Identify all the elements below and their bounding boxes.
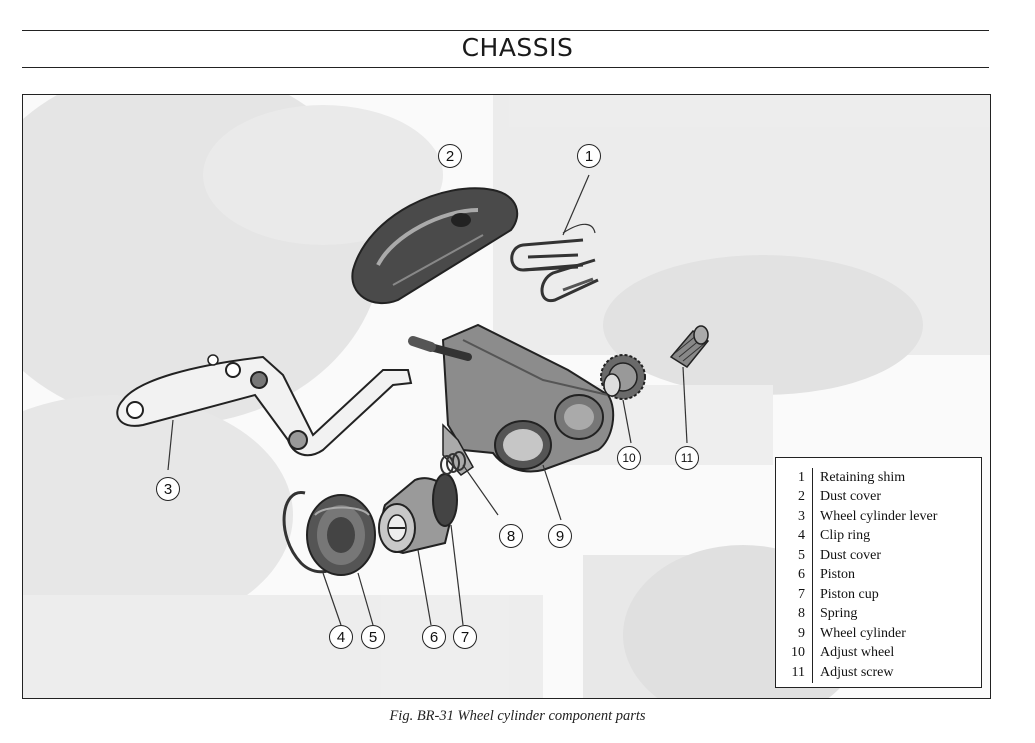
spring-part: [440, 451, 466, 475]
header-rule-top: [22, 30, 989, 31]
legend-row: 2 Dust cover: [776, 487, 981, 507]
legend-part-name: Wheel cylinder lever: [820, 508, 938, 524]
leader-line-9: [542, 464, 562, 521]
header-rule-bottom: [22, 67, 989, 68]
callout-6: 6: [422, 625, 446, 649]
legend-number: 1: [798, 469, 805, 485]
wheel-cylinder-lever-part: [116, 354, 413, 457]
legend-part-name: Piston cup: [820, 586, 879, 602]
legend-row: 11 Adjust screw: [776, 663, 981, 683]
callout-9: 9: [548, 524, 572, 548]
adjust-screw-part: [669, 325, 710, 368]
legend-divider: [812, 526, 813, 546]
leader-line-3: [167, 419, 174, 471]
legend-row: 4 Clip ring: [776, 526, 981, 546]
legend-divider: [812, 604, 813, 624]
legend-row: 3 Wheel cylinder lever: [776, 507, 981, 527]
legend-divider: [812, 624, 813, 644]
callout-4: 4: [329, 625, 353, 649]
piston-cup-part: [432, 473, 458, 527]
leader-line-5: [357, 572, 374, 626]
legend-row: 1 Retaining shim: [776, 468, 981, 488]
legend-part-name: Spring: [820, 606, 858, 622]
legend-number: 10: [791, 645, 805, 661]
legend-number: 11: [791, 664, 805, 680]
adjust-wheel-part: [600, 354, 646, 400]
legend-row: 8 Spring: [776, 604, 981, 624]
legend-divider: [812, 643, 813, 663]
legend-number: 5: [798, 547, 805, 563]
leader-line-7: [450, 524, 464, 626]
legend-part-name: Piston: [820, 567, 856, 583]
legend-divider: [812, 565, 813, 585]
leader-line-1b: [562, 223, 596, 234]
legend-number: 2: [798, 489, 805, 505]
legend-divider: [812, 585, 813, 605]
callout-5: 5: [361, 625, 385, 649]
leader-line-4: [322, 572, 342, 626]
legend-row: 5 Dust cover: [776, 546, 981, 566]
legend-divider: [812, 487, 813, 507]
legend-number: 6: [798, 567, 805, 583]
leader-line-8: [462, 464, 499, 516]
callout-3: 3: [156, 477, 180, 501]
legend-part-name: Adjust wheel: [820, 645, 895, 661]
legend-part-name: Clip ring: [820, 528, 871, 544]
retaining-shim-part: [510, 238, 599, 303]
legend-row: 9 Wheel cylinder: [776, 624, 981, 644]
leader-line-10: [622, 399, 632, 444]
callout-1: 1: [577, 144, 601, 168]
legend-divider: [812, 507, 813, 527]
legend-number: 3: [798, 508, 805, 524]
wheel-cylinder-part: [408, 323, 615, 476]
legend-divider: [812, 468, 813, 488]
page-header-title: CHASSIS: [461, 33, 574, 62]
legend-part-name: Adjust screw: [820, 664, 894, 680]
callout-10: 10: [617, 446, 641, 470]
callout-11: 11: [675, 446, 699, 470]
legend-part-name: Wheel cylinder: [820, 625, 906, 641]
legend-number: 8: [798, 606, 805, 622]
legend-row: 10 Adjust wheel: [776, 643, 981, 663]
callout-2: 2: [438, 144, 462, 168]
callout-8: 8: [499, 524, 523, 548]
leader-line-1: [562, 174, 590, 236]
boot-dust-cover-part: [306, 494, 376, 576]
legend-number: 7: [798, 586, 805, 602]
legend-part-name: Retaining shim: [820, 469, 906, 485]
dust-cover-part: [351, 187, 519, 305]
leader-line-11: [682, 366, 688, 444]
legend-number: 4: [798, 528, 805, 544]
figure-caption: Fig. BR-31 Wheel cylinder component part…: [389, 708, 646, 724]
legend-number: 9: [798, 625, 805, 641]
legend-divider: [812, 546, 813, 566]
callout-7: 7: [453, 625, 477, 649]
legend-part-name: Dust cover: [820, 547, 882, 563]
legend-part-name: Dust cover: [820, 489, 882, 505]
legend-divider: [812, 663, 813, 683]
legend-row: 7 Piston cup: [776, 585, 981, 605]
leader-line-6: [417, 549, 432, 626]
legend-row: 6 Piston: [776, 565, 981, 585]
